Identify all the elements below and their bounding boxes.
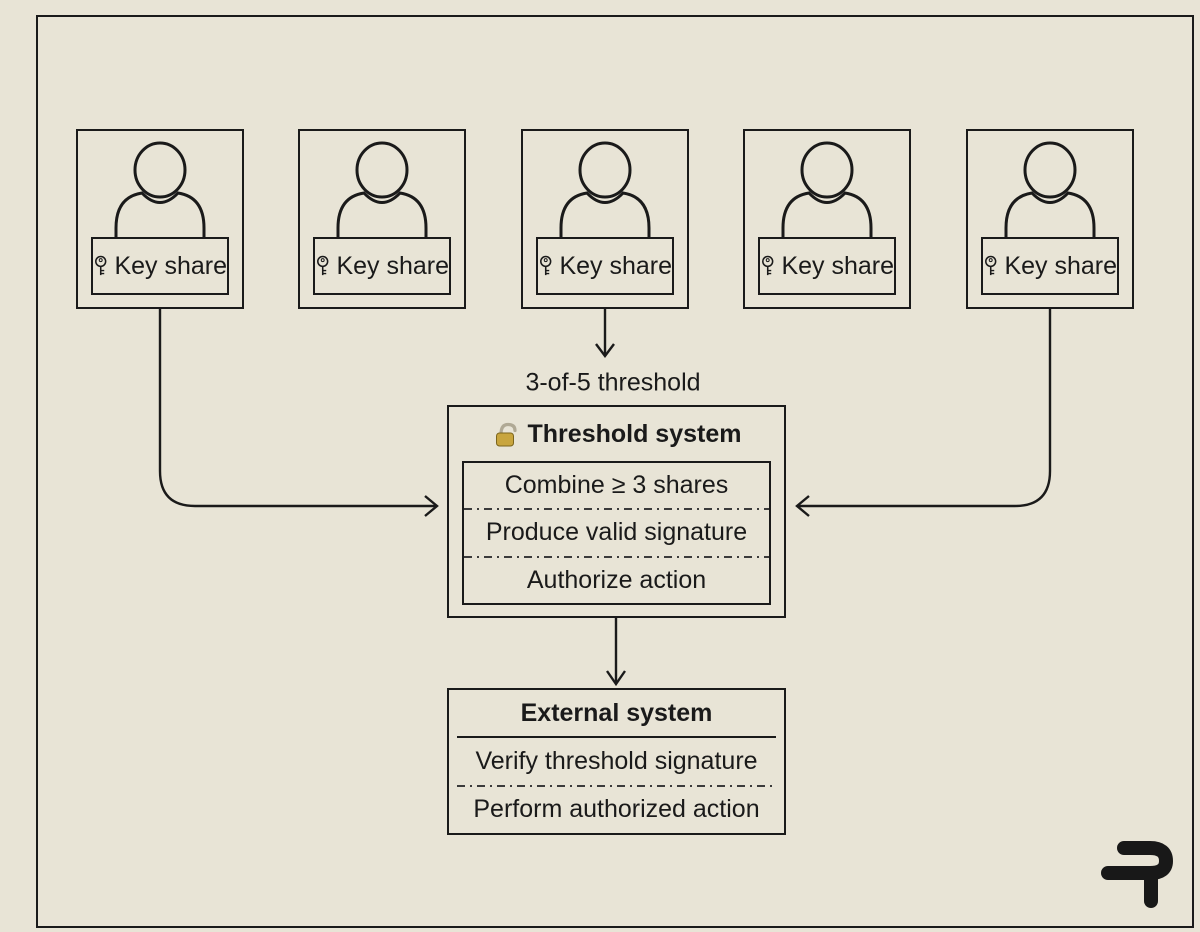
key-share-text: Key share [336, 251, 449, 280]
external-step: Verify threshold signature [475, 746, 758, 775]
key-share-label: Key share [91, 237, 229, 295]
dashed-divider [464, 555, 769, 558]
key-icon [762, 255, 774, 276]
brand-logo-icon [1101, 841, 1173, 908]
open-lock-icon [495, 422, 517, 446]
key-icon [985, 255, 997, 276]
person-icon [336, 141, 428, 262]
agent-box-2: Key share [298, 129, 466, 309]
key-share-label: Key share [981, 237, 1119, 295]
person-icon [1004, 141, 1096, 262]
threshold-caption: 3-of-5 threshold [525, 368, 701, 397]
key-share-text: Key share [1004, 251, 1117, 280]
key-share-text: Key share [114, 251, 227, 280]
key-share-text: Key share [559, 251, 672, 280]
key-share-label: Key share [536, 237, 674, 295]
dashed-divider [457, 784, 776, 787]
agent-box-5: Key share [966, 129, 1134, 309]
person-icon [781, 141, 873, 262]
key-share-label: Key share [758, 237, 896, 295]
agent-box-4: Key share [743, 129, 911, 309]
agent-box-1: Key share [76, 129, 244, 309]
threshold-step: Authorize action [526, 565, 707, 594]
solid-divider [457, 736, 776, 738]
person-icon [559, 141, 651, 262]
external-system-title: External system [520, 698, 713, 727]
threshold-step: Combine ≥ 3 shares [504, 471, 729, 500]
threshold-steps-box: Combine ≥ 3 shares Produce valid signatu… [462, 461, 771, 605]
key-share-text: Key share [781, 251, 894, 280]
key-icon [317, 255, 329, 276]
external-system-box: External system Verify threshold signatu… [447, 688, 786, 835]
key-icon [95, 255, 107, 276]
person-icon [114, 141, 206, 262]
diagram-frame [36, 15, 1194, 928]
threshold-system-title-row: Threshold system [449, 407, 784, 461]
key-share-label: Key share [313, 237, 451, 295]
threshold-step: Produce valid signature [485, 518, 748, 547]
dashed-divider [464, 508, 769, 511]
key-icon [540, 255, 552, 276]
agent-box-3: Key share [521, 129, 689, 309]
threshold-system-box: Threshold system Combine ≥ 3 shares Prod… [447, 405, 786, 618]
threshold-system-title: Threshold system [527, 419, 742, 448]
external-step: Perform authorized action [473, 795, 760, 824]
